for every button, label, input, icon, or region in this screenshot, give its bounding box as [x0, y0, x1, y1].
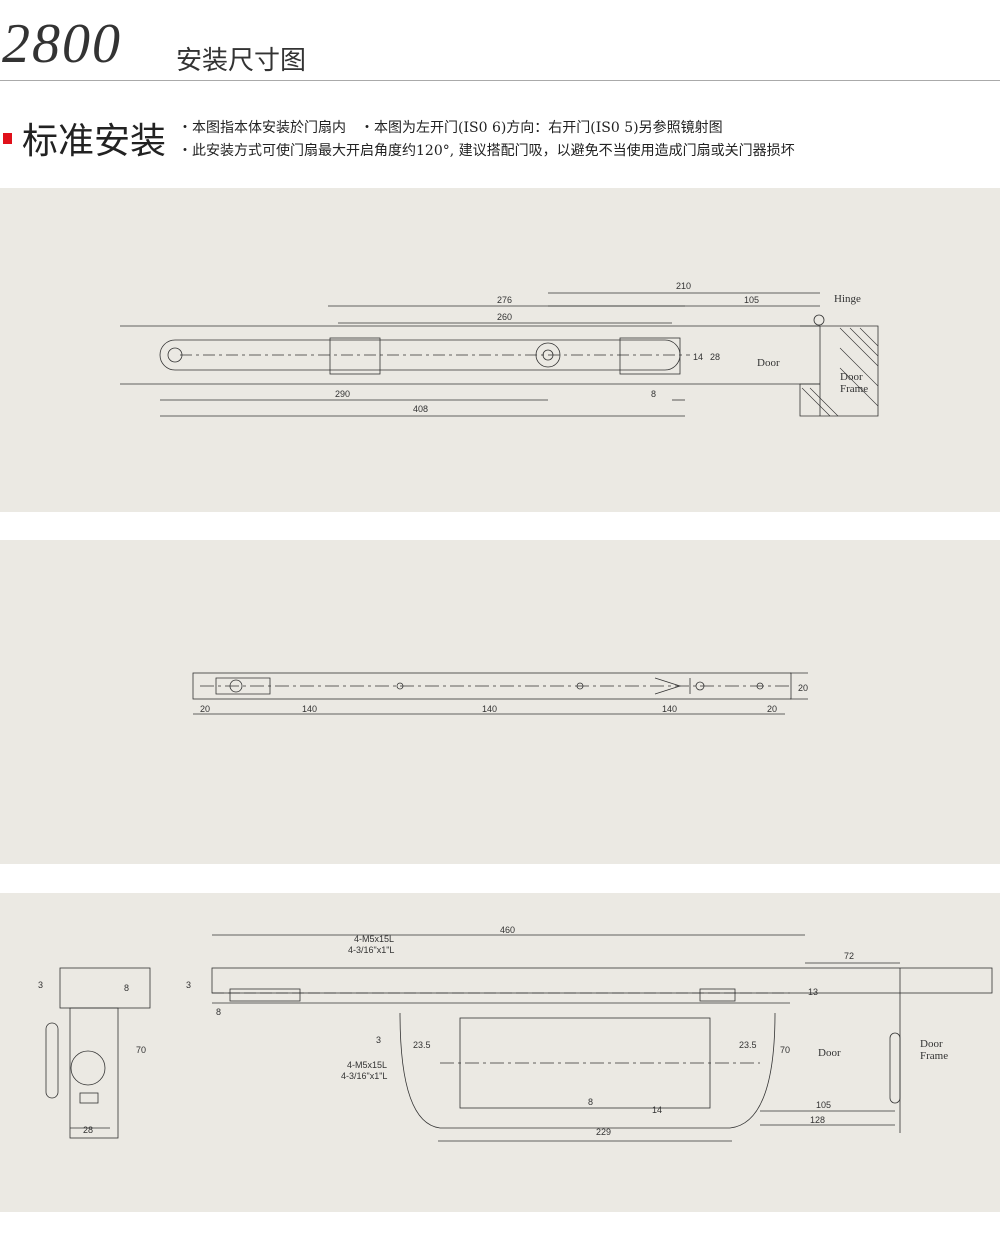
door-frame-label: Frame — [840, 383, 868, 395]
dim-label: 140 — [662, 704, 677, 714]
section-view-drawing: 3 8 70 28 3 8 460 72 13 3 23.5 23.5 70 8… — [38, 925, 993, 1142]
door-frame-label: Frame — [920, 1050, 948, 1062]
dim-label: 13 — [808, 987, 818, 997]
door-label: Door — [757, 357, 780, 369]
dim-label: 140 — [482, 704, 497, 714]
dim-label: 140 — [302, 704, 317, 714]
model-number: 2800 — [2, 13, 122, 75]
dim-label: 276 — [497, 295, 512, 305]
door-frame-label: Door — [840, 371, 863, 383]
dim-label: 28 — [710, 352, 720, 362]
dim-label: 3 — [376, 1035, 381, 1045]
dim-label: 229 — [596, 1127, 611, 1137]
dim-label: 70 — [780, 1045, 790, 1055]
dim-label: 128 — [810, 1115, 825, 1125]
section-view-panel: 3 8 70 28 3 8 460 72 13 3 23.5 23.5 70 8… — [0, 893, 1000, 1212]
dim-label: 20 — [767, 704, 777, 714]
dim-label: 20 — [798, 683, 808, 693]
hinge-label: Hinge — [834, 293, 861, 305]
dim-label: 28 — [83, 1125, 93, 1135]
top-view-drawing: 210 105 276 260 14 28 290 8 408 Hinge Do… — [120, 281, 879, 417]
dim-label: 23.5 — [413, 1040, 431, 1050]
screw-spec: 4-3/16"x1"L — [348, 945, 394, 955]
header-divider — [0, 80, 1000, 81]
dim-label: 23.5 — [739, 1040, 757, 1050]
dim-label: 290 — [335, 389, 350, 399]
track-drawing: 20 140 140 140 20 20 — [192, 672, 808, 715]
dim-label: 14 — [693, 352, 703, 362]
dim-label: 8 — [124, 983, 129, 993]
dim-label: 3 — [38, 980, 43, 990]
dim-label: 20 — [200, 704, 210, 714]
install-note-2: ・此安装方式可使门扇最大开启角度约120°, 建议搭配门吸，以避免不当使用造成门… — [178, 143, 795, 159]
screw-spec: 4-M5x15L — [354, 934, 394, 944]
dim-label: 210 — [676, 281, 691, 291]
dim-label: 8 — [216, 1007, 221, 1017]
dim-label: 8 — [651, 389, 656, 399]
section-title: 标准安装 — [22, 121, 167, 162]
dim-label: 8 — [588, 1097, 593, 1107]
door-frame-label: Door — [920, 1038, 943, 1050]
door-label: Door — [818, 1047, 841, 1059]
dim-label: 260 — [497, 312, 512, 322]
dim-label: 460 — [500, 925, 515, 935]
dim-label: 3 — [186, 980, 191, 990]
screw-spec: 4-3/16"x1"L — [341, 1071, 387, 1081]
track-panel: 20 140 140 140 20 20 — [0, 540, 1000, 864]
top-view-panel: 210 105 276 260 14 28 290 8 408 Hinge Do… — [0, 188, 1000, 512]
dim-label: 105 — [816, 1100, 831, 1110]
section-bullet-icon — [3, 133, 12, 144]
dim-label: 72 — [844, 951, 854, 961]
screw-spec: 4-M5x15L — [347, 1060, 387, 1070]
dim-label: 14 — [652, 1105, 662, 1115]
dim-label: 408 — [413, 404, 428, 414]
dim-label: 105 — [744, 295, 759, 305]
dim-label: 70 — [136, 1045, 146, 1055]
page-subtitle: 安装尺寸图 — [176, 46, 307, 76]
install-note-1: ・本图指本体安装於门扇内 ・本图为左开门(IS0 6)方向：右开门(IS0 5)… — [178, 120, 723, 136]
